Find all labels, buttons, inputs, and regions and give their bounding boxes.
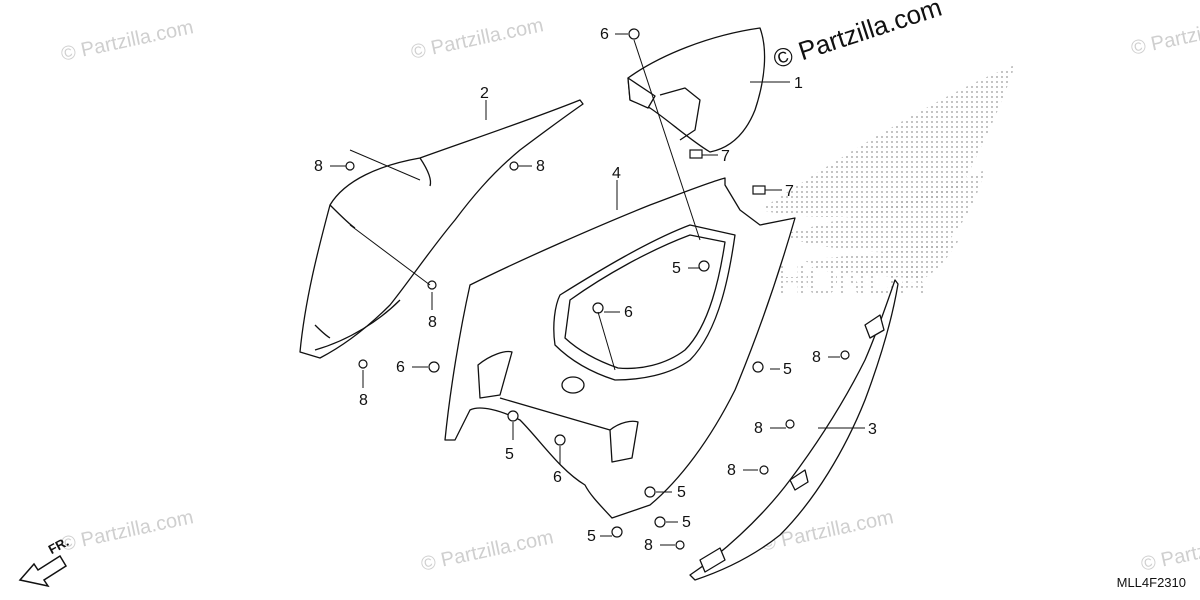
screw-8-f (785, 419, 795, 429)
callout-8e: 8 (812, 349, 821, 366)
nut-5-d (644, 486, 656, 498)
callout-8b: 8 (536, 158, 545, 175)
bolt-6-left (428, 361, 440, 373)
callout-6d: 6 (553, 469, 562, 486)
callout-7b: 7 (785, 183, 794, 200)
callout-6b: 6 (624, 304, 633, 321)
screw-8-c (427, 280, 437, 290)
bolt-6-center (592, 302, 604, 314)
callout-8f: 8 (754, 420, 763, 437)
screw-8-g (759, 465, 769, 475)
callout-6c: 6 (396, 359, 405, 376)
callout-8c: 8 (428, 314, 437, 331)
nut-5-a (698, 260, 710, 272)
callout-2: 2 (480, 85, 489, 102)
callout-5a: 5 (672, 260, 681, 277)
callout-5e: 5 (682, 514, 691, 531)
screw-8-e (840, 350, 850, 360)
callout-8a: 8 (314, 158, 323, 175)
callout-5b: 5 (783, 361, 792, 378)
screw-8-h (675, 540, 685, 550)
nut-5-b (507, 410, 519, 422)
honda-wordmark: HONDA (775, 256, 928, 305)
clip-7-b (752, 185, 766, 195)
callout-6a: 6 (600, 26, 609, 43)
callout-8d: 8 (359, 392, 368, 409)
screw-8-d (358, 359, 368, 369)
callout-5f: 5 (587, 528, 596, 545)
diagram-code: MLL4F2310 (1116, 575, 1186, 590)
nut-5-f (611, 526, 623, 538)
bolt-6-bottom (554, 434, 566, 446)
callout-5c: 5 (505, 446, 514, 463)
nut-5-e (654, 516, 666, 528)
callout-3: 3 (868, 421, 877, 438)
callout-7a: 7 (721, 148, 730, 165)
callout-8g: 8 (727, 462, 736, 479)
screw-8-b (509, 161, 519, 171)
honda-wing-logo (760, 65, 1015, 278)
part-2-left-side-cover (299, 99, 584, 359)
callout-5d: 5 (677, 484, 686, 501)
nut-5-c (752, 361, 764, 373)
front-arrow-icon (18, 554, 68, 588)
callout-8h: 8 (644, 537, 653, 554)
screw-8-a (345, 161, 355, 171)
part-1-seat-cowl (627, 27, 766, 153)
clip-7-a (689, 149, 703, 159)
bolt-6-top (628, 28, 640, 40)
callout-1: 1 (794, 75, 803, 92)
callout-4: 4 (612, 165, 621, 182)
